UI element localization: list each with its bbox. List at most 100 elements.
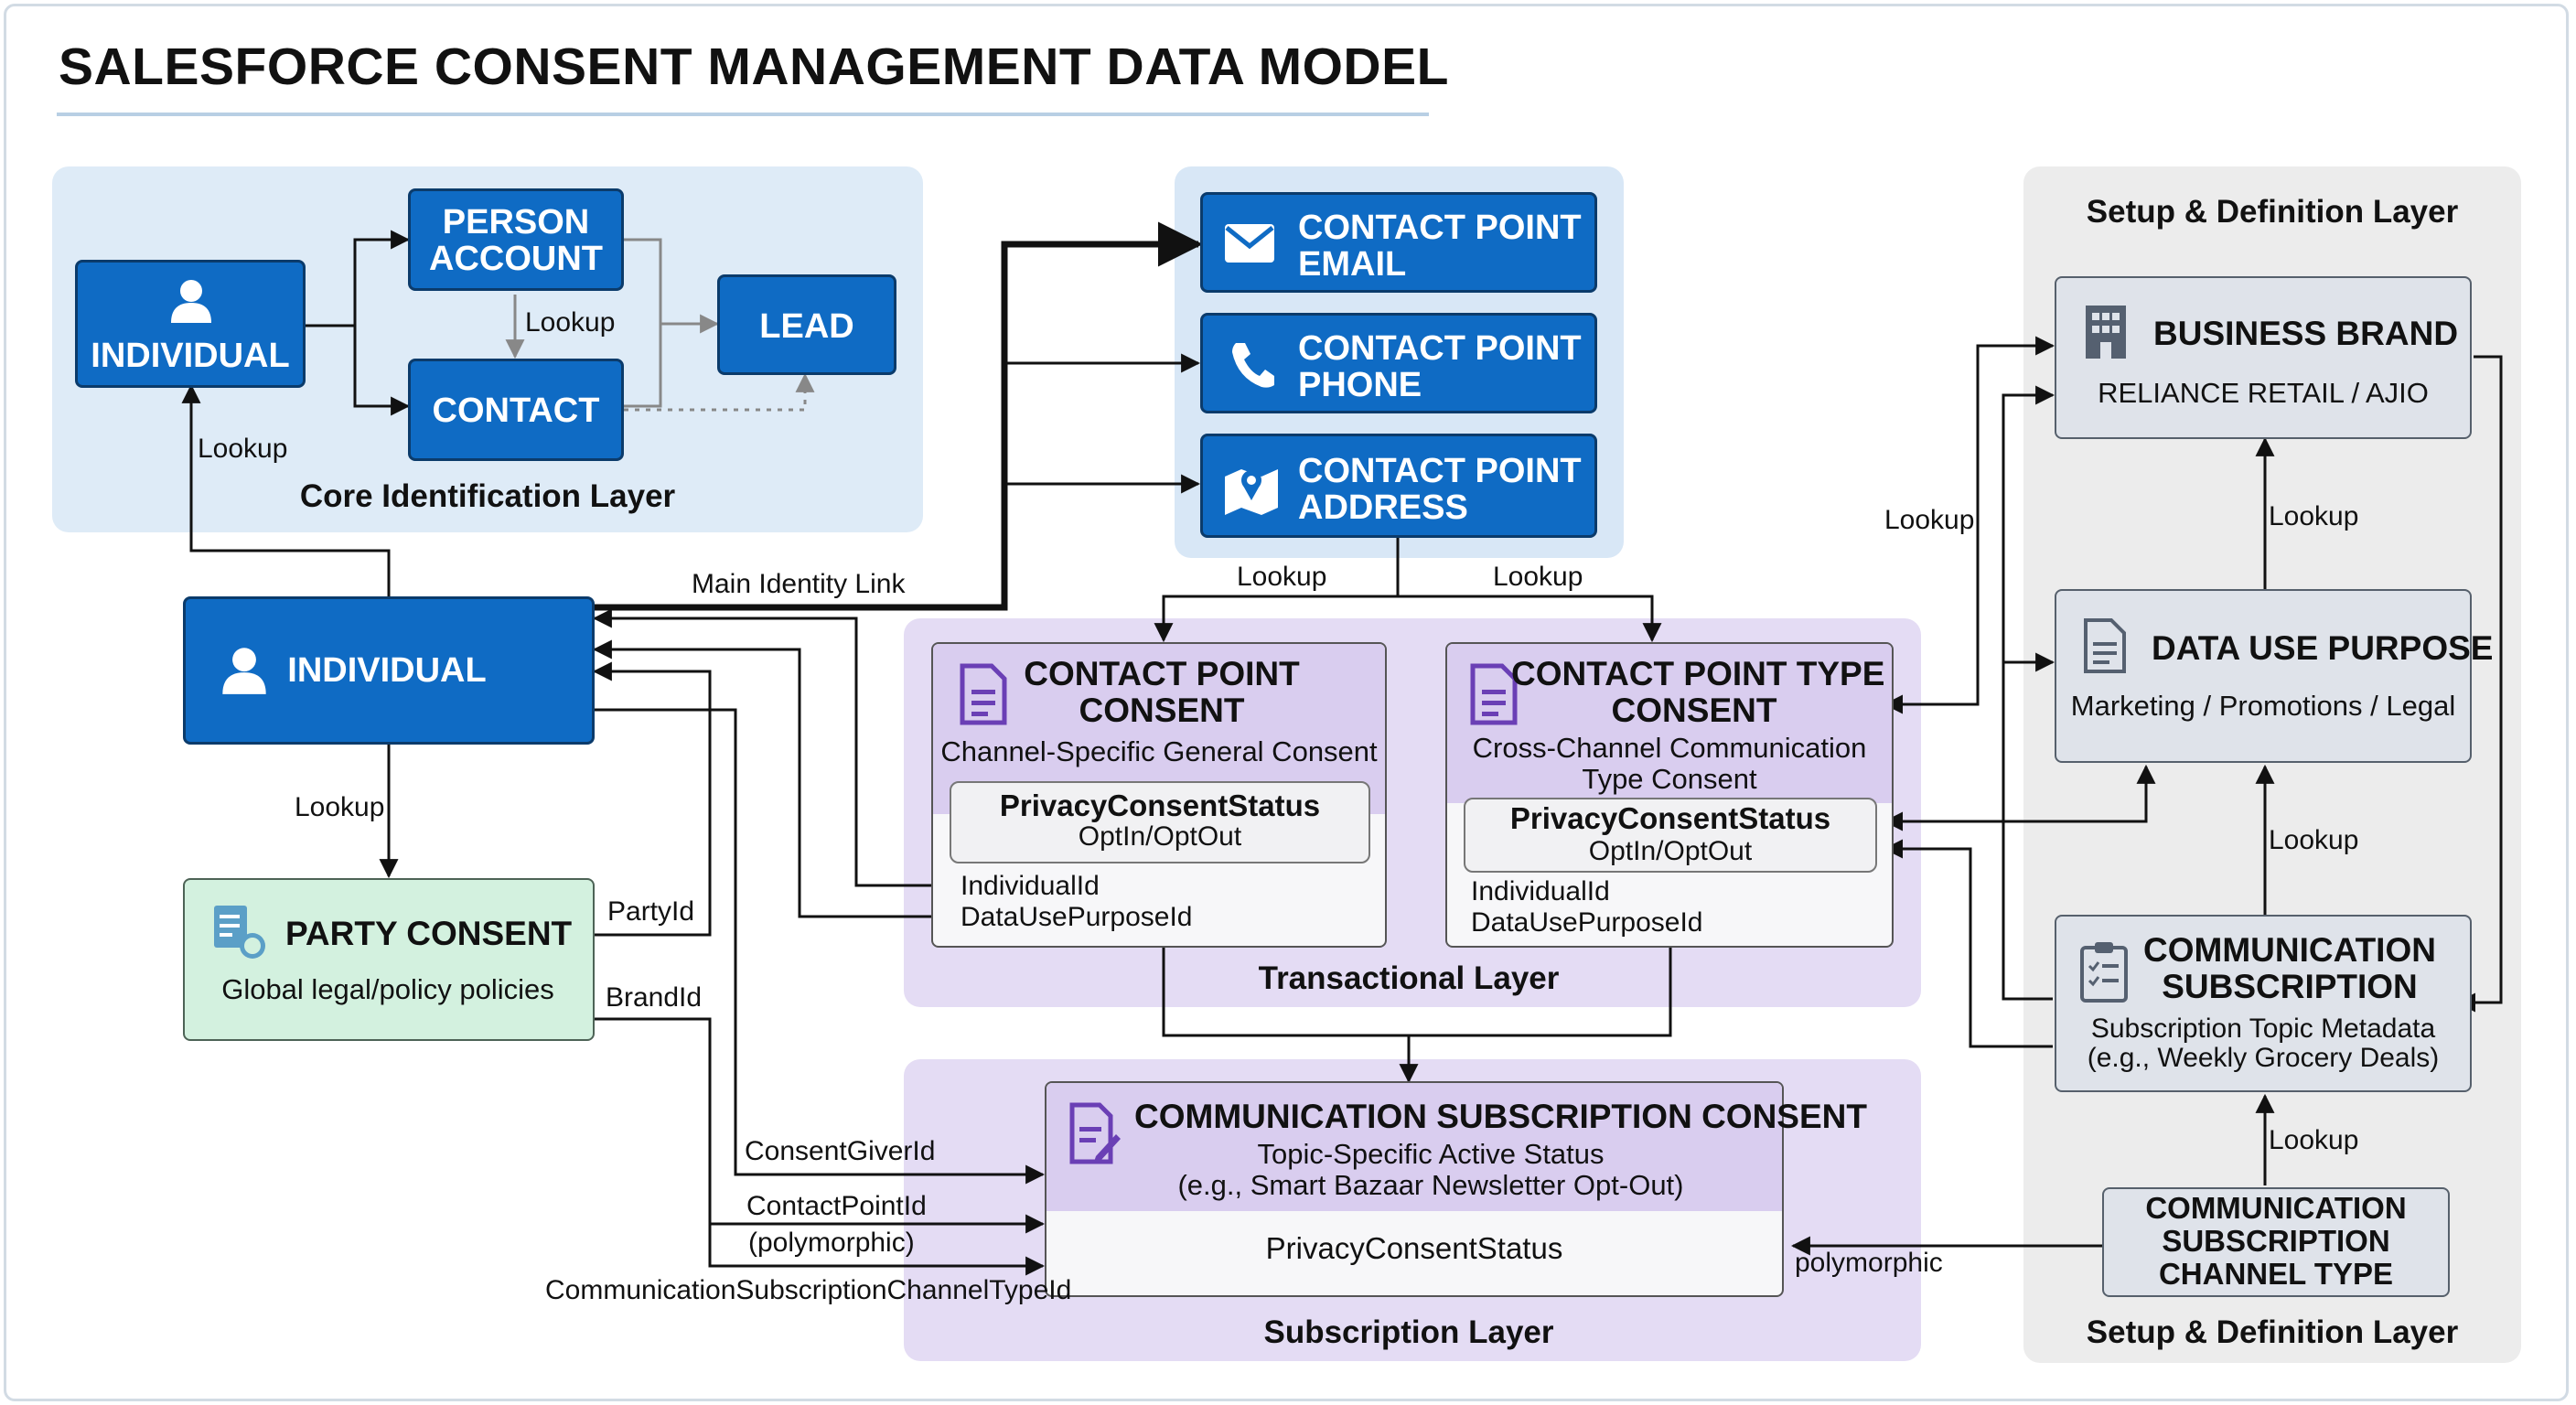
comm-sub-title-2: SUBSCRIPTION xyxy=(2162,968,2418,1005)
edge-contact-lead-dotted xyxy=(624,372,815,412)
lead-box[interactable]: LEAD xyxy=(717,274,896,375)
transactional-layer-label: Transactional Layer xyxy=(1258,960,1560,996)
data-use-purpose-title: DATA USE PURPOSE xyxy=(2152,629,2494,667)
core-individual-label: INDIVIDUAL xyxy=(91,337,290,375)
contact-point-phone-box[interactable]: CONTACT POINT PHONE xyxy=(1200,313,1597,413)
contact-point-type-consent-box[interactable]: CONTACT POINT TYPE CONSENT Cross-Channel… xyxy=(1445,642,1894,948)
cp-consent-title-1: CONTACT POINT xyxy=(1024,655,1300,692)
edge-label-polymorphic-paren: (polymorphic) xyxy=(748,1228,915,1258)
edge-label-contact-point-id: ContactPointId xyxy=(746,1191,927,1221)
cp-consent-title-2: CONSENT xyxy=(1079,692,1245,729)
edge-label-lookup-party: Lookup xyxy=(295,792,385,822)
party-consent-subtitle: Global legal/policy policies xyxy=(221,973,554,1005)
cpt-consent-subtitle-2: Type Consent xyxy=(1582,763,1757,795)
edge-trans-merge xyxy=(1162,948,1672,1037)
csc-header xyxy=(1046,1083,1782,1211)
edge-individual-lookup-up xyxy=(181,383,391,596)
contact-point-address-box[interactable]: CONTACT POINT ADDRESS xyxy=(1200,434,1597,538)
setup-layer-label-bottom: Setup & Definition Layer xyxy=(2086,1314,2459,1350)
csc-title: COMMUNICATION SUBSCRIPTION CONSENT xyxy=(1134,1098,1867,1135)
cp-consent-status-value: OptIn/OptOut xyxy=(1078,821,1242,852)
cpt-consent-header xyxy=(1447,644,1892,803)
cp-consent-field-individualid: IndividualId xyxy=(961,871,1100,901)
individual-main-label: INDIVIDUAL xyxy=(287,651,487,690)
individual-main-box[interactable]: INDIVIDUAL xyxy=(183,596,595,745)
channel-type-line-1: COMMUNICATION xyxy=(2145,1191,2407,1225)
channel-type-box[interactable]: COMMUNICATION SUBSCRIPTION CHANNEL TYPE xyxy=(2102,1187,2450,1297)
outer-frame xyxy=(4,4,2569,1401)
edge-label-lookup-setup-3: Lookup xyxy=(2269,1125,2359,1155)
edge-contact-point-id xyxy=(595,1017,1046,1234)
edge-label-brand-id: BrandId xyxy=(606,982,703,1013)
communication-subscription-box[interactable]: COMMUNICATION SUBSCRIPTION Subscription … xyxy=(2055,915,2472,1092)
business-brand-subtitle: RELIANCE RETAIL / AJIO xyxy=(2098,377,2429,409)
edge-channel-type-id xyxy=(708,1224,1046,1276)
edge-brand-lower xyxy=(1884,385,2055,831)
cpt-consent-title-2: CONSENT xyxy=(1611,692,1777,729)
edge-label-lookup-setup-2: Lookup xyxy=(2269,825,2359,855)
cp-address-label-1: CONTACT POINT xyxy=(1298,452,1582,490)
page-title: SALESFORCE CONSENT MANAGEMENT DATA MODEL xyxy=(59,38,1449,96)
edge-label-lookup-core: Lookup xyxy=(525,307,616,338)
cp-phone-label-2: PHONE xyxy=(1298,366,1422,404)
contact-point-email-box[interactable]: CONTACT POINT EMAIL xyxy=(1200,192,1597,293)
edge-label-lookup-cp-left: Lookup xyxy=(1237,562,1327,592)
comm-subscription-consent-box[interactable]: COMMUNICATION SUBSCRIPTION CONSENT Topic… xyxy=(1045,1081,1867,1297)
contact-point-consent-box[interactable]: CONTACT POINT CONSENT Channel-Specific G… xyxy=(931,642,1387,948)
party-consent-box[interactable]: PARTY CONSENT Global legal/policy polici… xyxy=(183,878,595,1041)
cp-consent-status-label: PrivacyConsentStatus xyxy=(999,788,1321,822)
edge-contact-lead xyxy=(624,324,662,408)
document-icon xyxy=(960,663,1007,725)
edge-personaccount-lead xyxy=(624,238,720,334)
building-icon xyxy=(2086,306,2126,359)
contact-label: CONTACT xyxy=(432,391,600,430)
subscription-layer-label: Subscription Layer xyxy=(1263,1314,1554,1350)
edge-label-lookup-cp-right: Lookup xyxy=(1493,562,1583,592)
edge-label-lookup-brand: Lookup xyxy=(1884,505,1975,535)
phone-icon xyxy=(1232,343,1274,388)
cp-email-label-2: EMAIL xyxy=(1298,245,1407,284)
data-use-purpose-subtitle: Marketing / Promotions / Legal xyxy=(2070,690,2456,722)
data-use-purpose-box[interactable]: DATA USE PURPOSE Marketing / Promotions … xyxy=(2055,589,2493,763)
edge-label-consent-giver-id: ConsentGiverId xyxy=(745,1136,936,1166)
csc-subtitle-2: (e.g., Smart Bazaar Newsletter Opt-Out) xyxy=(1177,1169,1684,1201)
edge-cp-consent-lookup xyxy=(1154,538,1400,643)
comm-sub-subtitle-2: (e.g., Weekly Grocery Deals) xyxy=(2087,1043,2440,1073)
cp-consent-status-panel: PrivacyConsentStatus OptIn/OptOut xyxy=(950,781,1370,863)
cpt-consent-status-label: PrivacyConsentStatus xyxy=(1509,801,1831,835)
cpt-consent-title-1: CONTACT POINT TYPE xyxy=(1511,655,1885,692)
clipboard-checklist-icon xyxy=(2080,942,2128,1003)
edge-cpt-consent-lookup xyxy=(1398,595,1662,643)
person-account-label-1: PERSON xyxy=(442,203,590,241)
edge-main-identity-link xyxy=(595,221,1203,611)
cp-email-label-1: CONTACT POINT xyxy=(1298,209,1582,247)
comm-sub-title-1: COMMUNICATION xyxy=(2143,931,2436,969)
csc-status: PrivacyConsentStatus xyxy=(1265,1231,1563,1265)
document-chat-icon xyxy=(214,906,265,959)
edge-label-party-id: PartyId xyxy=(607,896,695,927)
cpt-consent-status-panel: PrivacyConsentStatus OptIn/OptOut xyxy=(1464,798,1877,873)
edge-label-lookup-setup-1: Lookup xyxy=(2269,501,2359,531)
business-brand-box[interactable]: BUSINESS BRAND RELIANCE RETAIL / AJIO xyxy=(2055,276,2472,439)
edge-label-main-identity-link: Main Identity Link xyxy=(692,569,906,599)
map-pin-icon xyxy=(1225,469,1278,515)
person-account-box[interactable]: PERSON ACCOUNT xyxy=(408,188,624,291)
edge-datause-from-cpt xyxy=(2003,764,2156,823)
cp-address-label-2: ADDRESS xyxy=(1298,488,1468,527)
cp-consent-subtitle: Channel-Specific General Consent xyxy=(940,735,1378,767)
envelope-icon xyxy=(1225,224,1274,263)
edge-consent-giver xyxy=(595,708,1046,1185)
cpt-consent-field-individualid: IndividualId xyxy=(1471,876,1610,906)
edge-label-lookup-up: Lookup xyxy=(198,434,288,464)
document-icon xyxy=(2084,618,2126,673)
contact-box[interactable]: CONTACT xyxy=(408,359,624,461)
person-account-label-2: ACCOUNT xyxy=(429,240,603,278)
edge-datause-commsub xyxy=(2002,662,2053,1001)
document-icon xyxy=(1470,663,1518,725)
core-individual-box[interactable]: INDIVIDUAL xyxy=(75,260,306,388)
edge-label-channel-type-id: CommunicationSubscriptionChannelTypeId xyxy=(545,1275,1072,1305)
edge-individual-contact xyxy=(353,326,411,416)
party-consent-title: PARTY CONSENT xyxy=(285,915,573,952)
